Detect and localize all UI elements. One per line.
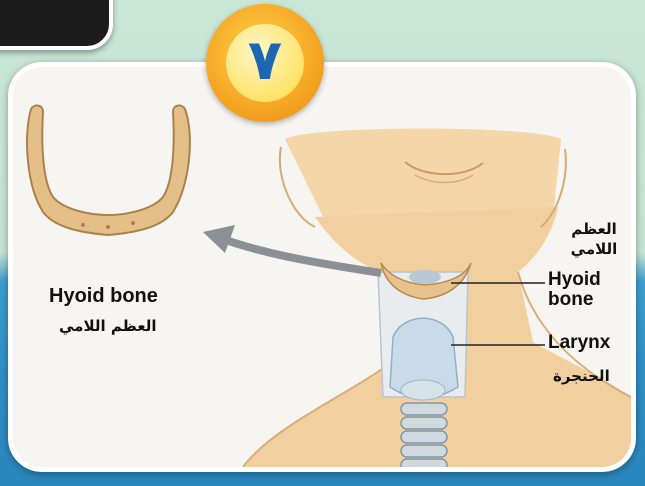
hyoid-detail-label: Hyoid bone bbox=[49, 285, 158, 308]
number-badge: ٧ bbox=[206, 4, 324, 122]
hyoid-label-line1: Hyoid bbox=[548, 270, 601, 290]
hyoid-detail-label-arabic: العظم اللامي bbox=[59, 317, 156, 335]
badge-number: ٧ bbox=[248, 33, 282, 89]
anatomy-illustration bbox=[13, 67, 631, 467]
larynx-label: Larynx bbox=[548, 333, 630, 353]
top-tab-decoration bbox=[0, 0, 113, 50]
hyoid-label-line2: bone bbox=[548, 290, 593, 310]
larynx-label-arabic: الحنجرة bbox=[553, 367, 610, 385]
illustration-card: Hyoid bone العظم اللامي العظم اللامي Hyo… bbox=[8, 62, 636, 472]
hyoid-bone-detail bbox=[27, 105, 190, 235]
hyoid-label-arabic: العظم اللامي bbox=[559, 219, 629, 259]
number-badge-inner: ٧ bbox=[226, 24, 304, 102]
